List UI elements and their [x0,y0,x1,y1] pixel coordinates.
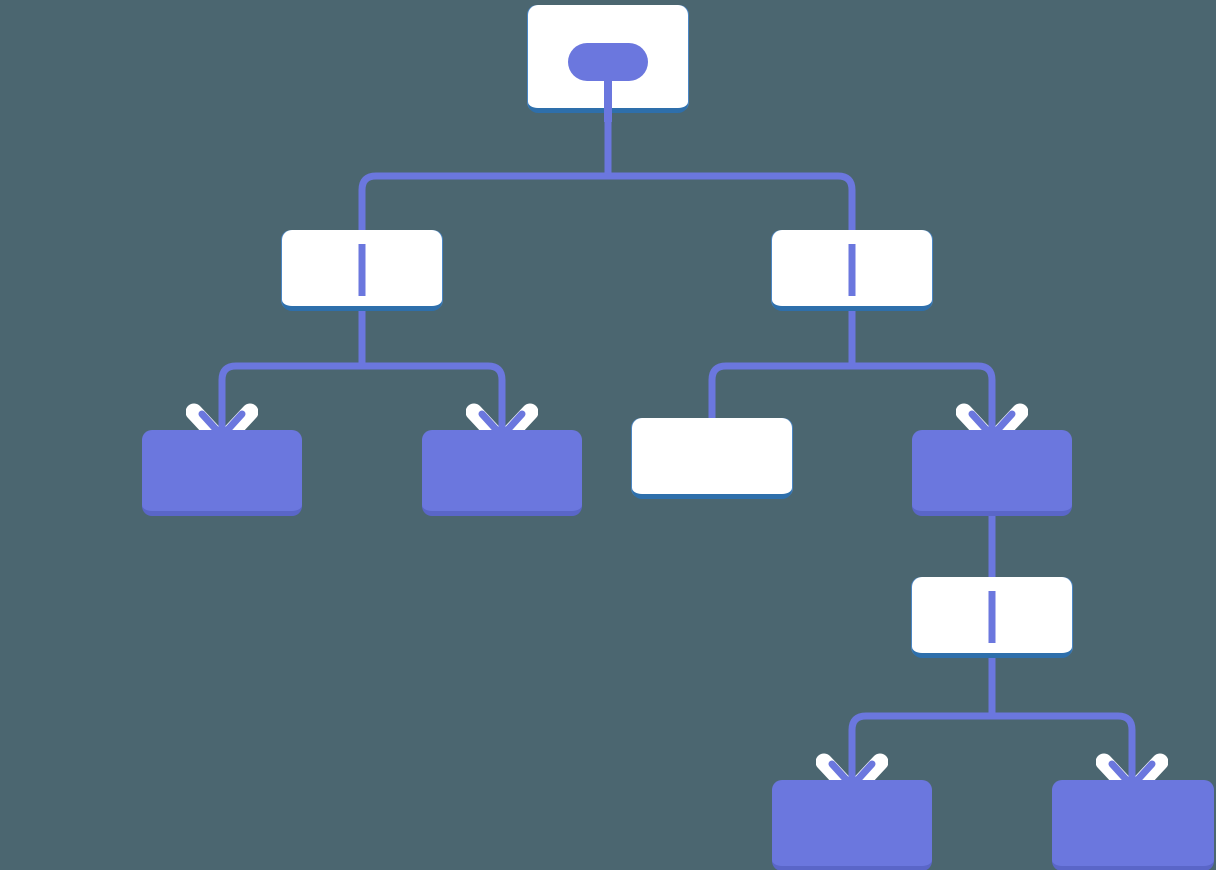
edge-left1-to-a [218,362,362,430]
node-level2-right-white[interactable] [632,418,792,498]
edge-right1-to-b [852,362,996,430]
root-stem-marker [604,77,612,122]
node-level1-left[interactable] [282,230,442,310]
node-leaf-bottom-a[interactable] [772,780,932,870]
edge-r3-to-b [992,712,1136,780]
node-leaf-left-a[interactable] [142,430,302,515]
through-line-marker [988,591,996,643]
root-pill-marker [568,43,648,81]
through-line-marker [848,244,856,296]
edge-right1-to-a [708,362,852,420]
edge-left1-to-b [362,362,506,430]
node-leaf-left-b[interactable] [422,430,582,515]
node-leaf-bottom-b[interactable] [1052,780,1214,870]
edge-r3-to-a [848,712,992,780]
node-level3-right[interactable] [912,577,1072,657]
node-level2-right-purple[interactable] [912,430,1072,515]
node-root[interactable] [528,5,688,122]
through-line-marker [358,244,366,296]
node-level1-right[interactable] [772,230,932,310]
